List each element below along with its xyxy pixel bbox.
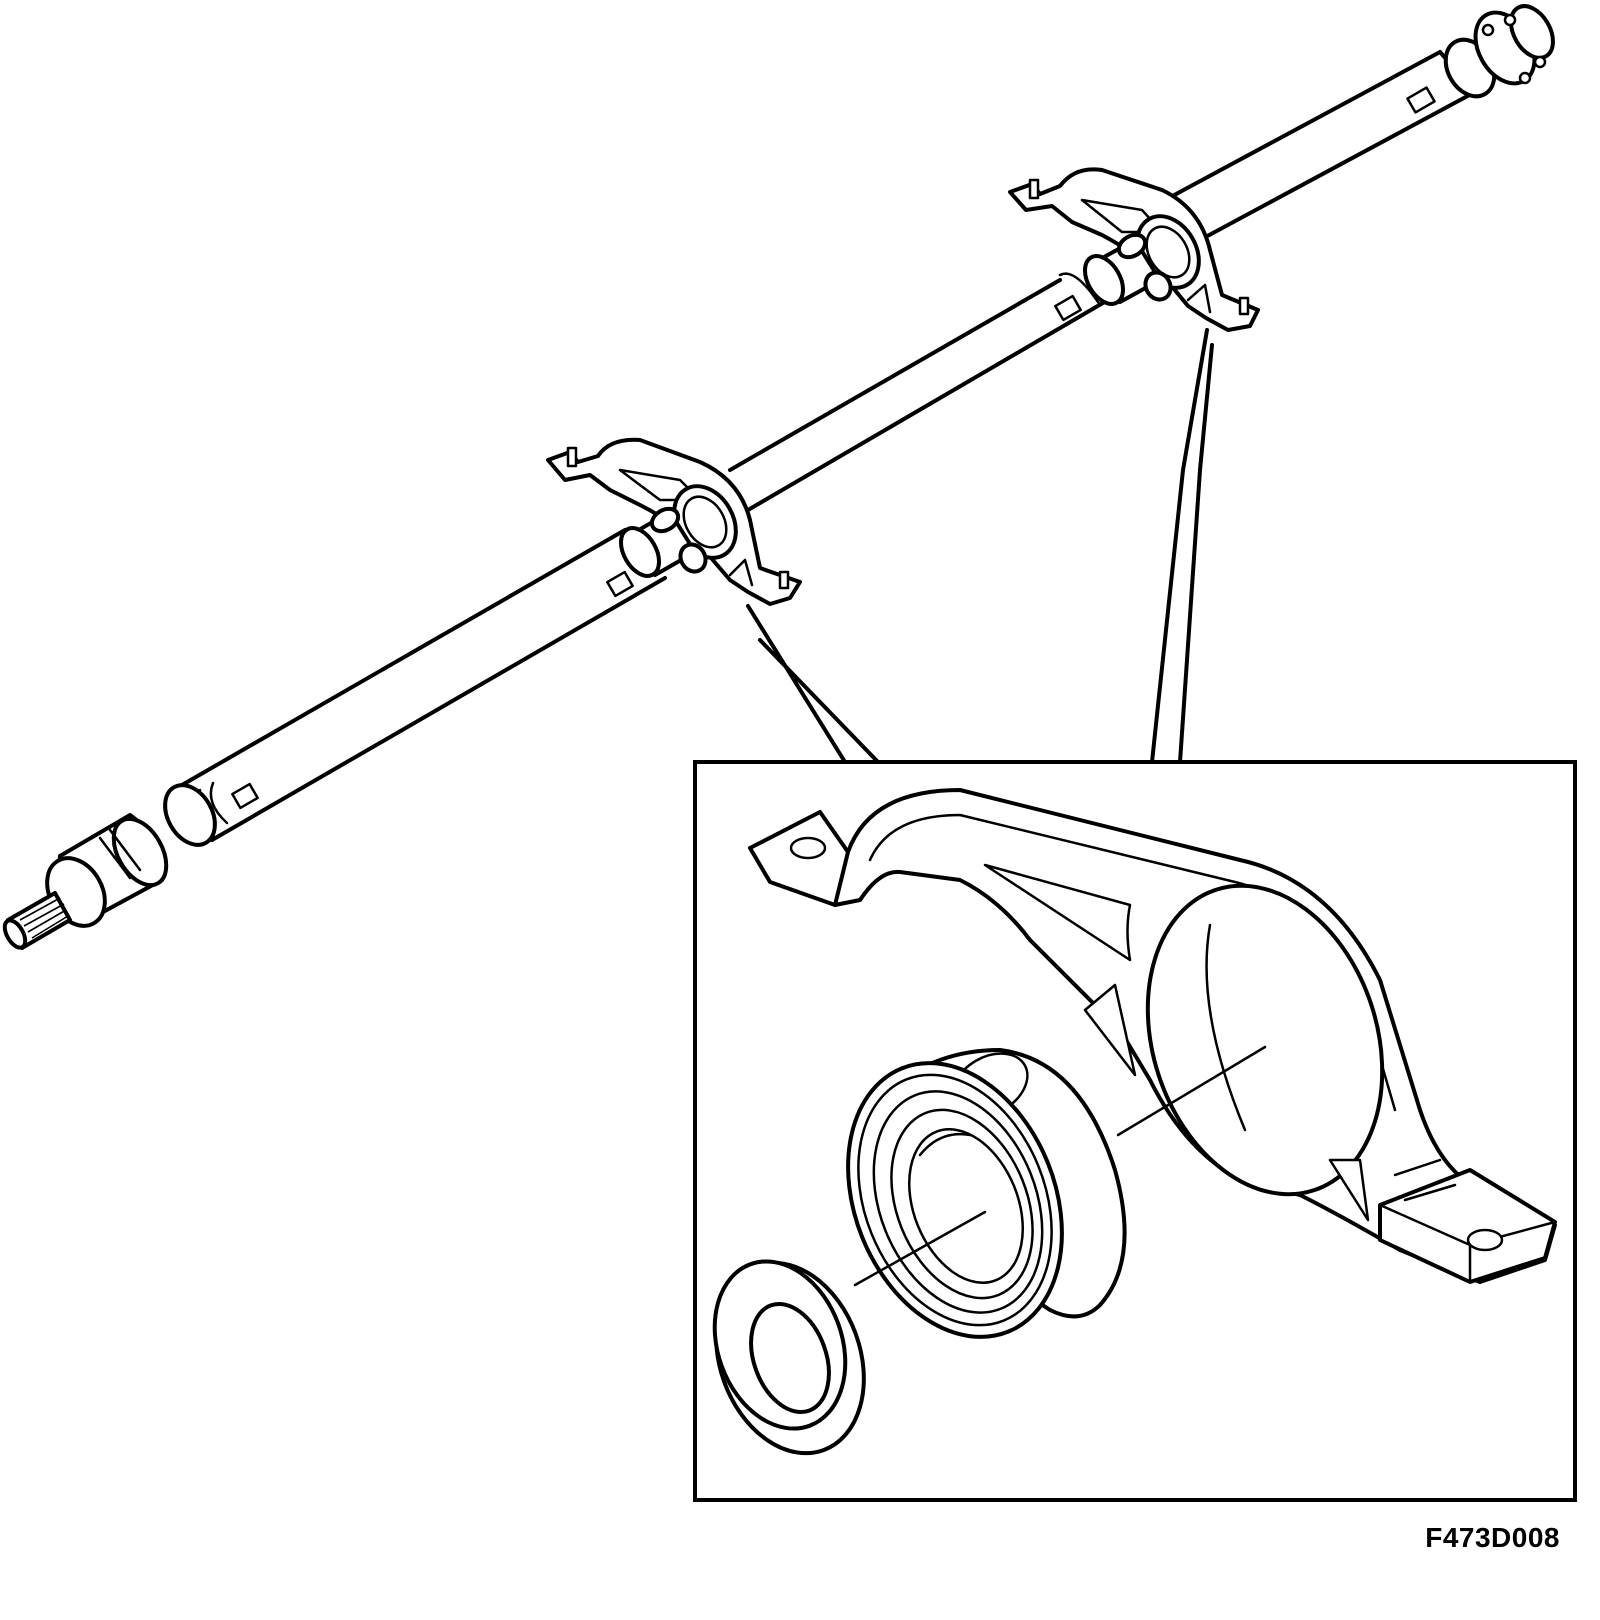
assembly-axis-lines [853,1045,1267,1287]
front-shaft-tube [180,528,667,842]
rear-center-bearing-assembly [1008,167,1260,332]
bearing-housing-detail [846,1048,1127,1339]
callout-leader-lines [746,328,1214,764]
propeller-shaft [2,4,1555,950]
bearing-bracket-detail [748,788,1557,1284]
bearing-ring-detail [712,1259,866,1456]
middle-shaft-tube [728,272,1110,512]
figure-code-label: F473D008 [1425,1522,1560,1553]
rear-shaft-tube [1163,50,1477,242]
front-cv-joint [2,783,217,950]
rear-flange-coupling [1443,4,1555,99]
front-center-bearing-assembly [546,437,802,606]
